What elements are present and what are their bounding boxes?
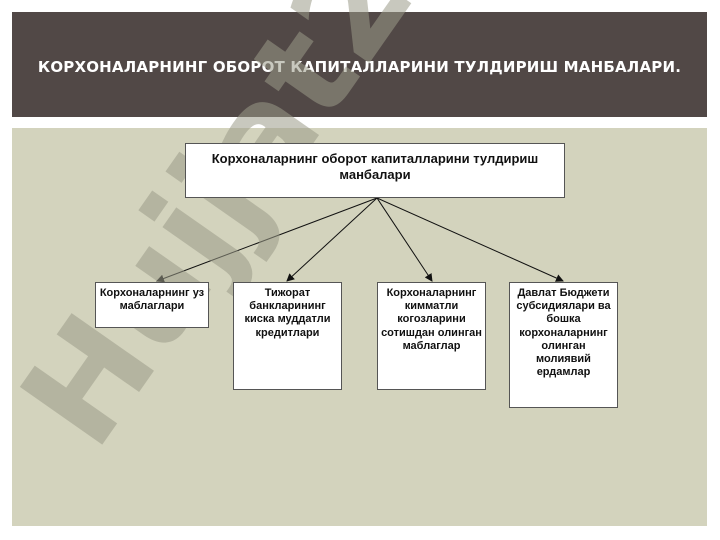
child-node-state-subsidies: Давлат Бюджети субсидиялари ва бошка кор… [509, 282, 618, 408]
title-bar: КОРХОНАЛАРНИНГ ОБОРОТ КАПИТАЛЛАРИНИ ТУЛД… [12, 12, 707, 117]
connector-2 [286, 197, 378, 282]
connector-1 [156, 197, 378, 283]
root-node: Корхоналарнинг оборот капиталларини тулд… [185, 143, 565, 198]
child-node-own-funds: Корхоналарнинг уз маблаглари [95, 282, 209, 328]
slide-title: КОРХОНАЛАРНИНГ ОБОРОТ КАПИТАЛЛАРИНИ ТУЛД… [37, 57, 682, 76]
child-node-bank-credits: Тижорат банкларининг киска муддатли кред… [233, 282, 342, 390]
child-node-securities-proceeds: Корхоналарнинг кимматли когозларини соти… [377, 282, 486, 390]
connector-4 [376, 197, 564, 282]
connector-3 [376, 197, 433, 282]
